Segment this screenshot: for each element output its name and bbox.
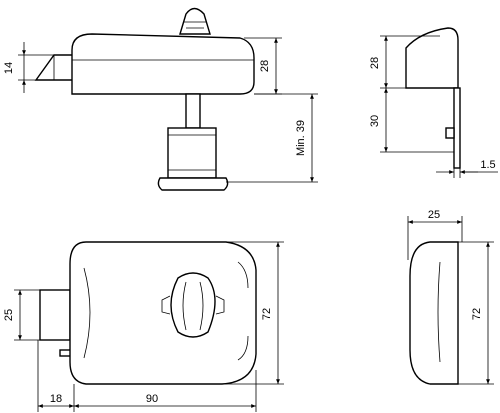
- dim-plate-thickness: 1.5: [480, 159, 495, 171]
- dim-bolt-projection: 18: [50, 393, 62, 405]
- top-view-cylinder-shaft: [185, 93, 201, 129]
- front-view-case: [69, 241, 257, 385]
- dim-side-depth: 25: [428, 209, 440, 221]
- side-view-bottom: 25 72: [407, 209, 494, 385]
- dim-side-top-height: 28: [369, 57, 381, 69]
- top-view-cylinder-rose: [157, 177, 229, 191]
- side-bottom-case: [409, 241, 459, 385]
- dim-side-height: 72: [471, 308, 483, 320]
- dim-bolt-width: 25: [3, 309, 15, 321]
- top-view: 14 28 Min. 39: [3, 7, 318, 191]
- front-view-knob: [170, 272, 216, 338]
- dim-bolt-height: 14: [3, 62, 15, 74]
- top-view-knob: [179, 7, 211, 35]
- top-view-cylinder-body: [167, 127, 217, 179]
- side-top-plate: [453, 87, 461, 169]
- top-view-bolt: [34, 54, 75, 81]
- dim-cylinder-length: Min. 39: [295, 120, 307, 156]
- dim-case-width: 90: [146, 393, 158, 405]
- dim-side-lower-height: 30: [369, 115, 381, 127]
- side-top-case: [405, 27, 459, 89]
- top-view-case: [71, 33, 255, 95]
- side-view-top: 28 30 1.5: [369, 27, 498, 178]
- front-view: 25 72 18 90: [3, 241, 284, 412]
- dim-front-height: 72: [261, 308, 273, 320]
- front-view-bolt: [39, 289, 71, 341]
- dim-case-height: 28: [259, 60, 271, 72]
